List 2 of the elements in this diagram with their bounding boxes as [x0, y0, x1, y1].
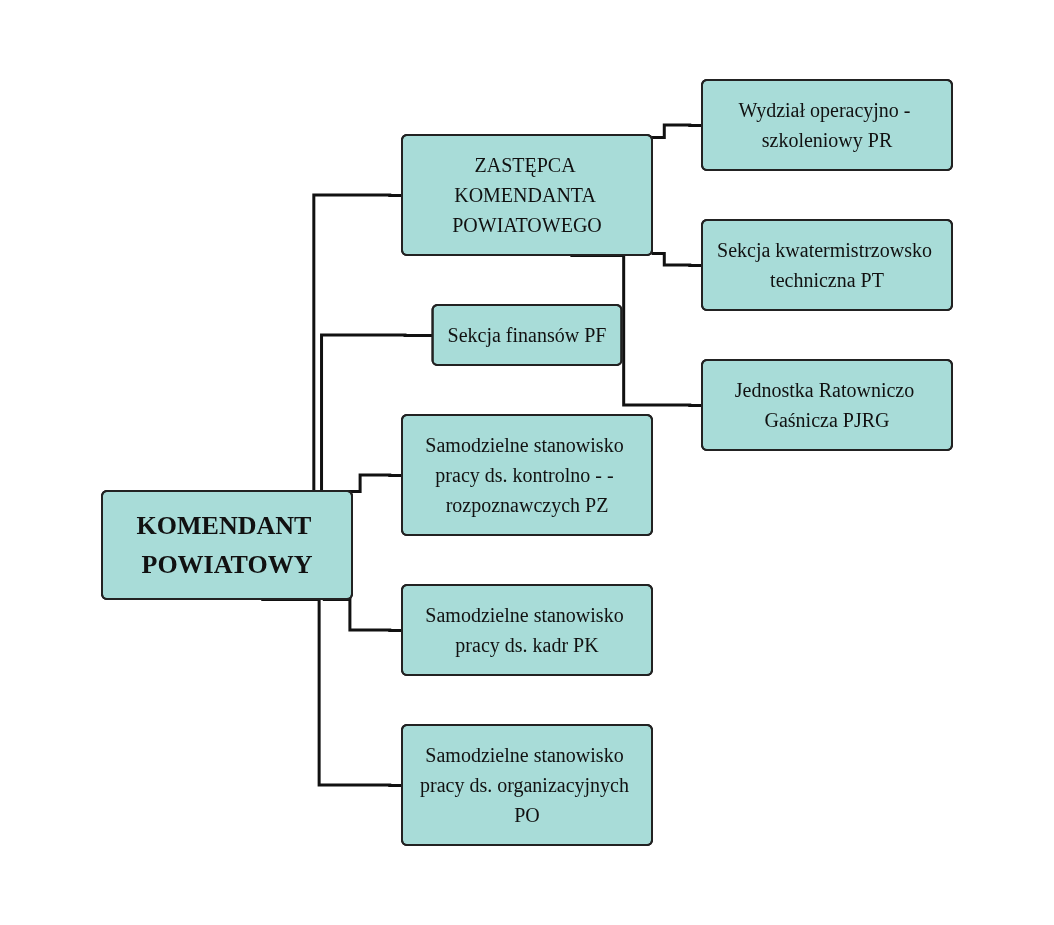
connector — [651, 251, 703, 267]
connector — [651, 123, 703, 140]
